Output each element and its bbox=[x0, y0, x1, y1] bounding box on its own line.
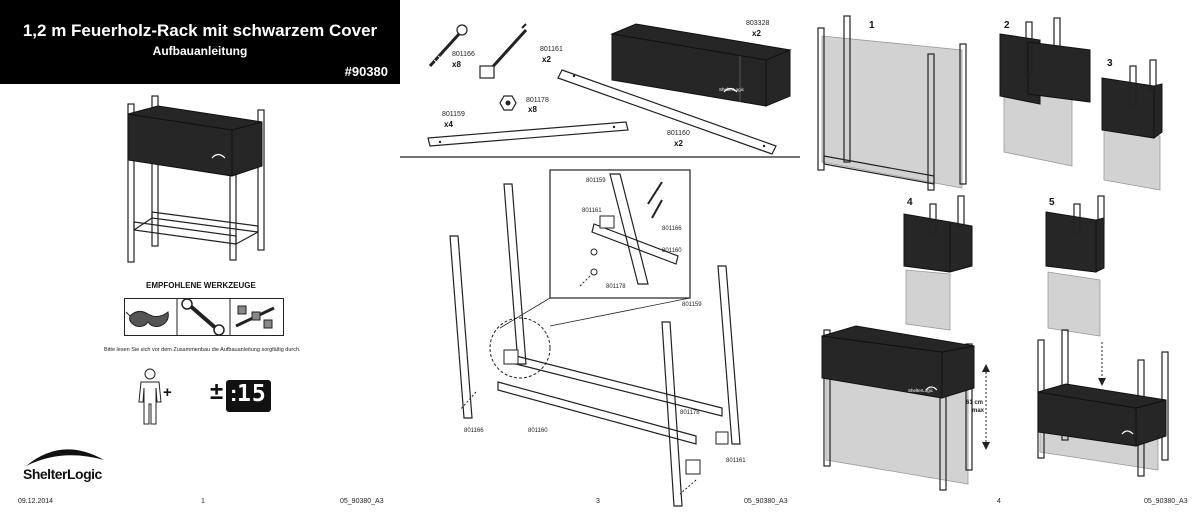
socket-set-icon bbox=[235, 305, 275, 329]
part-qty-801161: x2 bbox=[542, 55, 551, 64]
detail-label-801178: 801178 bbox=[606, 284, 626, 290]
page-parts-assembly: ShelterLogic 801166 x8 801161 x2 801178 … bbox=[400, 0, 800, 518]
page-cover-steps: 1 2 3 4 5 61 cm max ShelterLogic 4 05_90… bbox=[800, 0, 1200, 518]
plus-minus-sign: ± bbox=[210, 378, 224, 405]
instruction-note: Bitte lesen Sie sich vor dem Zusammenbau… bbox=[104, 347, 301, 353]
step-1-illustration bbox=[817, 15, 967, 191]
shelterlogic-logo-icon bbox=[26, 449, 104, 466]
cover-part-logo: ShelterLogic bbox=[719, 87, 745, 92]
footer-page-number: 4 bbox=[997, 498, 1001, 505]
footer-doc-code: 05_90380_A3 bbox=[744, 498, 788, 505]
footer-page-number: 1 bbox=[201, 498, 205, 505]
part-qty-801178: x8 bbox=[528, 105, 537, 114]
brand-name: ShelterLogic bbox=[23, 466, 102, 482]
title-bar: 1,2 m Feuerholz-Rack mit schwarzem Cover… bbox=[0, 0, 400, 84]
assembly-diagram bbox=[449, 169, 741, 507]
page-cover: 1,2 m Feuerholz-Rack mit schwarzem Cover… bbox=[0, 0, 400, 518]
steps-illustration bbox=[817, 15, 1169, 491]
part-qty-801166: x8 bbox=[452, 60, 461, 69]
label-801161: 801161 bbox=[726, 458, 746, 464]
post-part bbox=[427, 121, 629, 147]
label-801178: 801178 bbox=[680, 410, 700, 416]
part-qty-803328: x2 bbox=[752, 29, 761, 38]
part-qty-801160: x2 bbox=[674, 139, 683, 148]
label-801160: 801160 bbox=[528, 428, 548, 434]
detail-label-801161: 801161 bbox=[582, 208, 602, 214]
measure-note: max bbox=[972, 408, 985, 414]
step-number-4: 4 bbox=[907, 197, 913, 208]
step-number-5: 5 bbox=[1049, 197, 1055, 208]
part-code-801159: 801159 bbox=[442, 111, 465, 118]
document-title: 1,2 m Feuerholz-Rack mit schwarzem Cover bbox=[22, 21, 378, 40]
footer-doc-code: 05_90380_A3 bbox=[340, 498, 384, 505]
time-display: : 15 bbox=[226, 380, 271, 412]
part-code-801161: 801161 bbox=[540, 46, 563, 53]
label-801166: 801166 bbox=[464, 428, 484, 434]
tools-heading: EMPFOHLENE WERKZEUGE bbox=[146, 281, 256, 290]
safety-glasses-icon bbox=[125, 310, 169, 327]
part-code-801166: 801166 bbox=[452, 51, 475, 58]
product-number: #90380 bbox=[344, 64, 388, 79]
step-number-2: 2 bbox=[1004, 20, 1010, 31]
cover-part bbox=[610, 23, 792, 107]
part-code-803328: 803328 bbox=[746, 20, 770, 27]
detail-label-801166: 801166 bbox=[662, 226, 682, 232]
person-icon bbox=[138, 368, 162, 425]
part-qty-801159: x4 bbox=[444, 120, 453, 129]
detail-label-801160: 801160 bbox=[662, 248, 682, 254]
bracket-part bbox=[479, 23, 528, 79]
footer-date: 09.12.2014 bbox=[18, 498, 54, 505]
label-801159: 801159 bbox=[682, 302, 702, 308]
step-3-illustration bbox=[1101, 59, 1163, 191]
rail-part bbox=[557, 69, 777, 155]
detail-label-801159: 801159 bbox=[586, 178, 606, 184]
footer-page-number: 3 bbox=[596, 498, 600, 505]
bolt-part bbox=[428, 24, 468, 68]
step-5-illustration bbox=[1045, 195, 1105, 337]
parts-illustration bbox=[400, 23, 800, 158]
plus-sign: + bbox=[163, 384, 172, 401]
measure-value: 61 cm bbox=[966, 400, 984, 406]
time-minutes: 15 bbox=[237, 381, 267, 407]
wrench-icon bbox=[181, 298, 225, 336]
assembled-rack-illustration bbox=[127, 95, 265, 263]
step-number-3: 3 bbox=[1107, 58, 1113, 69]
cover-install-final-illustration bbox=[1037, 329, 1169, 477]
part-code-801178: 801178 bbox=[526, 97, 549, 104]
part-code-801160: 801160 bbox=[667, 130, 690, 137]
tools-box bbox=[124, 298, 284, 336]
final-cover-logo: ShelterLogic bbox=[908, 388, 934, 393]
assembled-with-wood-illustration bbox=[821, 325, 990, 491]
step-2-illustration bbox=[999, 17, 1091, 167]
step-number-1: 1 bbox=[869, 20, 875, 31]
footer-doc-code: 05_90380_A3 bbox=[1144, 498, 1188, 505]
document-subtitle: Aufbauanleitung bbox=[152, 44, 248, 58]
step-4-illustration bbox=[903, 195, 973, 331]
